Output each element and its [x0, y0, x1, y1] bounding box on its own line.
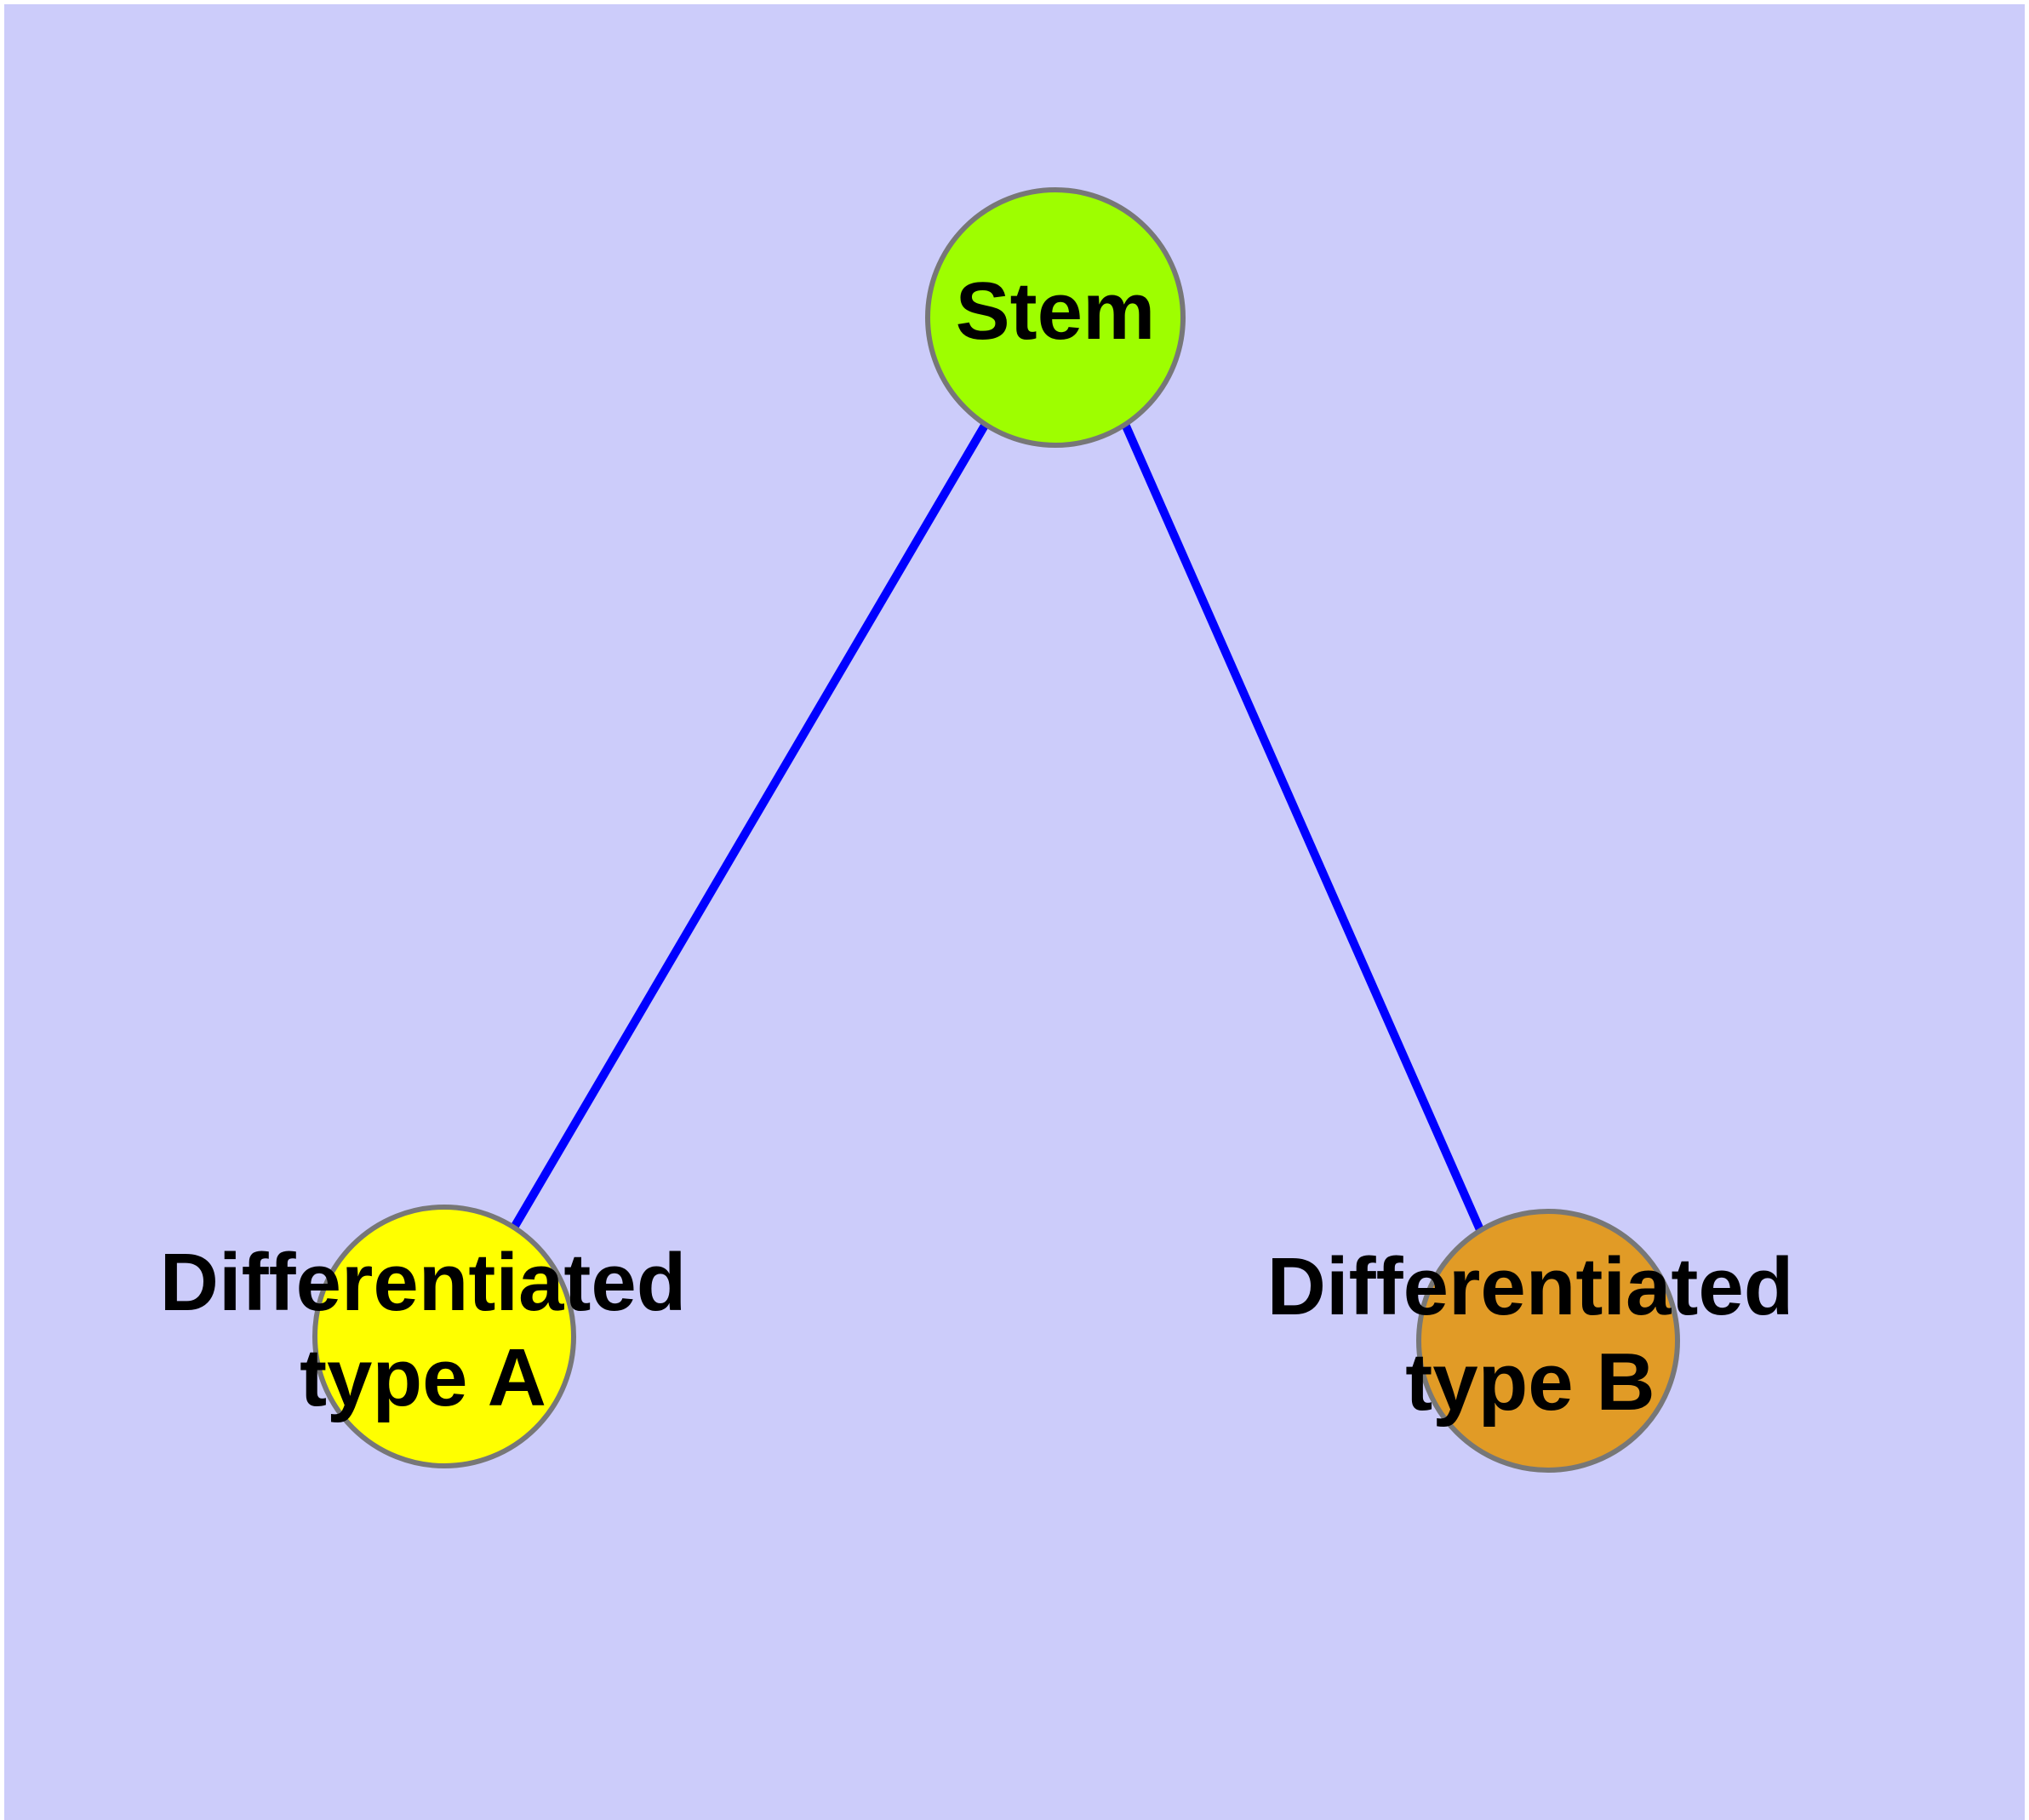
node-label-line: Stem [956, 266, 1156, 357]
node-label-stem: Stem [956, 266, 1156, 357]
node-label-line: type A [300, 1333, 546, 1424]
node-circle-diff_b[interactable] [1416, 1209, 1680, 1473]
node-label-line: Differentiated [160, 1237, 687, 1328]
node-circle-stem[interactable] [925, 187, 1186, 448]
node-label-line: type B [1405, 1337, 1655, 1428]
edges-group [510, 420, 1485, 1234]
edge-stem-diff-a[interactable] [510, 421, 990, 1230]
node-circle-diff_a[interactable] [312, 1205, 576, 1468]
nodes-group [312, 187, 1680, 1473]
node-label-line: Differentiated [1267, 1241, 1794, 1332]
edge-stem-diff-b[interactable] [1120, 420, 1485, 1234]
